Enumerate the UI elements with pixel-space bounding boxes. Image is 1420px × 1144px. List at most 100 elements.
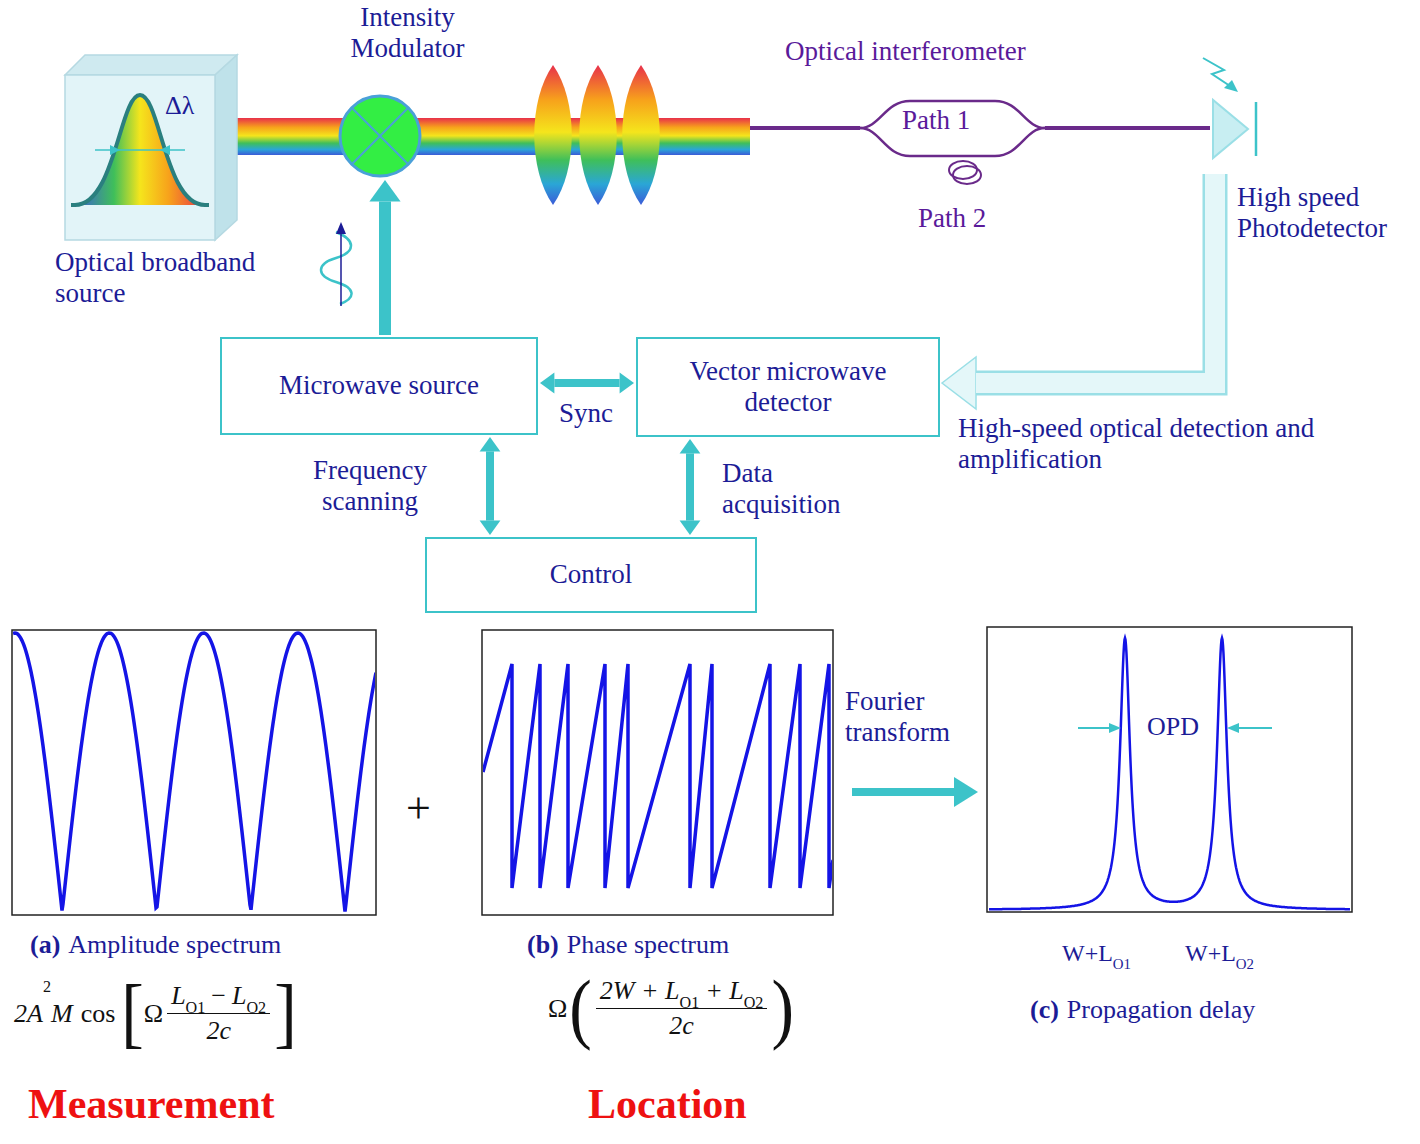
arrow-head	[480, 437, 501, 451]
opd-arrow-line	[1236, 727, 1272, 729]
width-marker	[95, 149, 185, 151]
arrow-head	[680, 521, 701, 535]
process-box: Control	[425, 537, 757, 613]
process-box: Microwave source	[220, 337, 538, 435]
label-group: Fourier transform	[845, 686, 985, 748]
modulator-cross	[352, 108, 408, 164]
fraction: 2W + LO1+ LO22c	[596, 976, 768, 1041]
signal-arrow-head	[336, 222, 346, 234]
math-symbol: 2c	[669, 1011, 694, 1041]
fourier-arrow-line	[852, 788, 956, 796]
pulse	[534, 65, 572, 205]
signal-arrow-line	[340, 232, 342, 306]
phase-curve	[483, 664, 832, 888]
math-symbol: L	[232, 981, 246, 1011]
connector	[369, 180, 400, 335]
label-group: W+LO1	[1062, 940, 1131, 967]
process-box: Vector microwave detector	[636, 337, 940, 437]
plot-frame	[12, 630, 376, 915]
light-beam	[231, 118, 344, 155]
arrow-head	[620, 373, 634, 394]
label-text: Propagation delay	[1067, 995, 1255, 1025]
subscript: O1	[186, 999, 206, 1017]
optical-fiber	[1045, 126, 1210, 130]
light-arrow	[1203, 58, 1230, 86]
connector	[1045, 128, 1210, 129]
connector	[680, 439, 701, 535]
label-text: W+L	[1185, 940, 1236, 967]
plot-frame	[482, 630, 833, 915]
modulator-disc	[340, 96, 420, 176]
light-arrow-head	[1224, 80, 1238, 92]
box-label: Vector microwave detector	[652, 356, 924, 418]
label-group: W+LO2	[1185, 940, 1254, 967]
label-text: Location	[588, 1080, 747, 1128]
label-text: +	[406, 783, 431, 834]
edge-label: High-speed optical detection and amplifi…	[958, 413, 1318, 475]
denominator: 2c	[669, 1011, 694, 1041]
connector	[480, 437, 501, 535]
modulator-circle-shape	[338, 94, 422, 178]
label-text: (a)	[30, 930, 60, 960]
subscript: O2	[1236, 956, 1254, 973]
plot-frame	[987, 627, 1352, 912]
arrow-body	[554, 379, 619, 387]
arrow-head	[540, 373, 554, 394]
cube-front	[65, 75, 215, 240]
pulse	[622, 65, 660, 205]
modulation-wave	[321, 232, 352, 304]
label-text: (c)	[1030, 995, 1059, 1025]
math-symbol: 2c	[206, 1016, 231, 1046]
opd-arrow-line	[1078, 727, 1112, 729]
connector	[540, 373, 634, 394]
symbol-label: Δλ	[165, 91, 194, 121]
subscript: O1	[680, 994, 700, 1012]
label-text: Fourier transform	[845, 686, 985, 748]
label-group: Ω(2W + LO1+ LO22c)	[548, 975, 794, 1043]
width-arrow	[110, 145, 120, 155]
pulse	[579, 65, 617, 205]
label-text: OPD	[1147, 712, 1199, 742]
denominator: 2c	[206, 1016, 231, 1046]
edge-label: Data acquisition	[722, 458, 872, 520]
subscript: O2	[744, 994, 764, 1012]
edge-label: Frequency scanning	[300, 455, 440, 517]
superscript: 2	[43, 978, 51, 996]
detector-plate	[1255, 102, 1258, 156]
label-text: Ω	[548, 994, 567, 1024]
optical-pulses	[534, 65, 660, 205]
fiber-coil	[953, 166, 981, 184]
optical-fiber	[750, 126, 860, 130]
label-text: −	[211, 981, 226, 1011]
arrow-body	[976, 174, 1215, 383]
bracket: (	[569, 970, 592, 1048]
arrow-outline	[976, 174, 1215, 383]
bracket: [	[121, 975, 144, 1053]
fourier-arrow-head	[954, 777, 978, 807]
label-text: cos	[81, 999, 116, 1029]
box-label: Microwave source	[279, 370, 479, 401]
arrow-head	[369, 180, 400, 202]
label-group: Location	[588, 1080, 747, 1128]
label-text: (b)	[527, 930, 559, 960]
label-text: W+L	[1062, 940, 1113, 967]
label-group: Measurement	[28, 1080, 274, 1128]
arrow-body	[379, 202, 391, 335]
light-source-cube-shape	[65, 55, 237, 242]
label-text: Measurement	[28, 1080, 274, 1128]
connector	[231, 118, 344, 155]
amplitude-curve	[13, 633, 375, 912]
detector-triangle	[1213, 100, 1248, 158]
opd-arrow-head	[1109, 723, 1121, 733]
label-group: +	[406, 783, 431, 834]
box-label: Control	[550, 559, 633, 590]
bracket: ]	[274, 975, 297, 1053]
label-group: (c) Propagation delay	[1030, 995, 1255, 1025]
math-symbol: L	[171, 981, 185, 1011]
arrow-body	[486, 451, 494, 520]
subscript: O1	[1113, 956, 1131, 973]
label-group: OPD	[1147, 712, 1199, 742]
part-label: Intensity Modulator	[335, 2, 480, 64]
photodetector-shape	[1210, 98, 1260, 160]
